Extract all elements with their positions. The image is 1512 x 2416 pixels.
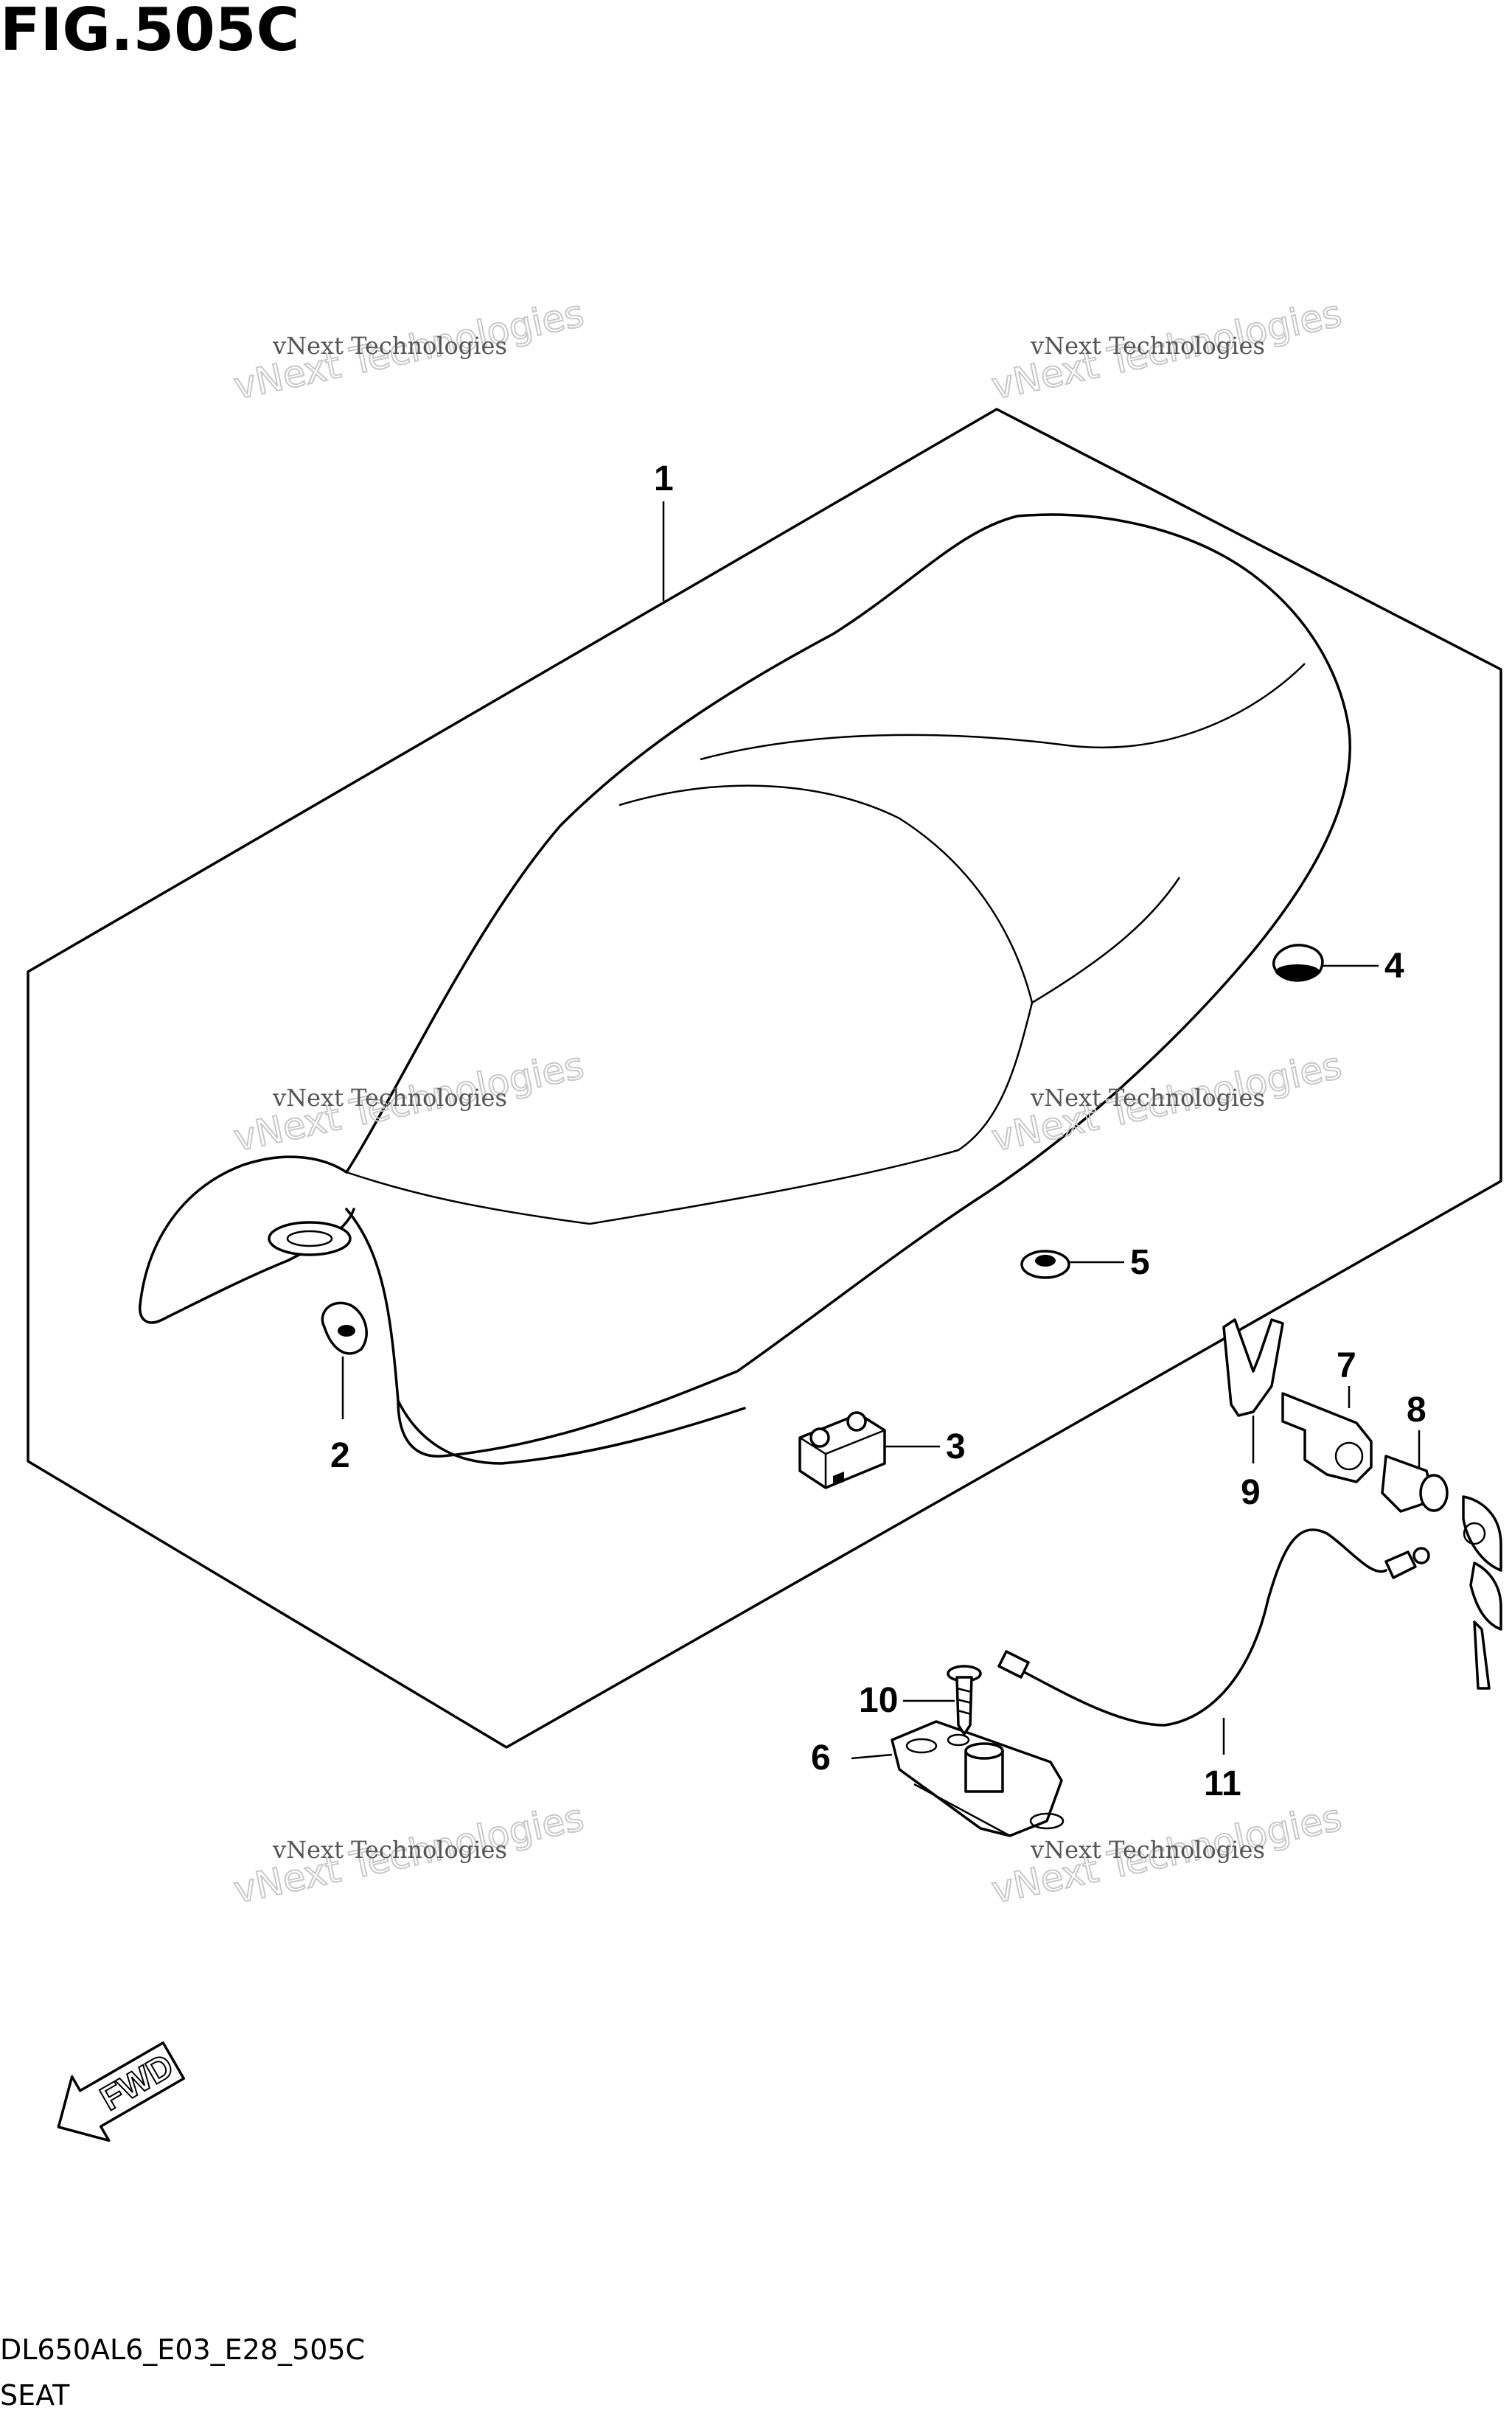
- figure-name: SEAT: [0, 2379, 70, 2412]
- screw[interactable]: [947, 1665, 982, 1736]
- assembly-boundary: [27, 408, 1502, 1749]
- svg-text:vNext Technologies: vNext Technologies: [272, 1836, 507, 1864]
- watermark: vNext Technologies vNext Technologies: [229, 291, 588, 408]
- bracket-block[interactable]: [798, 1411, 886, 1489]
- watermarks: vNext Technologies vNext Technologies vN…: [229, 291, 1346, 1912]
- callout-2: 2: [330, 1436, 350, 1475]
- callout-1: 1: [654, 459, 674, 498]
- fwd-arrow-icon: FWD: [57, 2041, 186, 2142]
- callout-6: 6: [811, 1738, 831, 1778]
- clip[interactable]: [1222, 1318, 1284, 1417]
- svg-text:vNext Technologies: vNext Technologies: [272, 1084, 507, 1112]
- watermark: vNext Technologies vNext Technologies: [987, 1043, 1346, 1160]
- callout-4: 4: [1384, 947, 1404, 986]
- grommet[interactable]: [1020, 1250, 1070, 1279]
- watermark: vNext Technologies vNext Technologies: [229, 1795, 588, 1912]
- seat[interactable]: [139, 513, 1351, 1465]
- plate-bracket[interactable]: [1281, 1392, 1373, 1483]
- figure-code: DL650AL6_E03_E28_505C: [0, 2333, 365, 2366]
- seat-lock-cable[interactable]: [997, 1528, 1430, 1727]
- cushion-top[interactable]: [1272, 944, 1324, 982]
- callout-3: 3: [946, 1427, 966, 1466]
- key-lock[interactable]: [1381, 1455, 1502, 1690]
- callout-11: 11: [1204, 1764, 1241, 1803]
- watermark: vNext Technologies vNext Technologies: [229, 1043, 588, 1160]
- svg-text:vNext Technologies: vNext Technologies: [1030, 1836, 1265, 1864]
- cushion[interactable]: [321, 1301, 368, 1355]
- svg-text:vNext Technologies: vNext Technologies: [272, 332, 507, 360]
- svg-text:vNext Technologies: vNext Technologies: [1030, 332, 1265, 360]
- svg-text:vNext Technologies: vNext Technologies: [1030, 1084, 1265, 1112]
- callout-7: 7: [1337, 1346, 1356, 1385]
- callout-9: 9: [1241, 1473, 1261, 1512]
- figure-title: FIG.505C: [0, 0, 299, 64]
- leader-lines: [341, 501, 1421, 1760]
- callout-5: 5: [1130, 1243, 1150, 1282]
- callout-10: 10: [859, 1681, 898, 1720]
- lock-bracket[interactable]: [891, 1720, 1065, 1837]
- watermark: vNext Technologies vNext Technologies: [987, 291, 1346, 408]
- callout-8: 8: [1407, 1390, 1426, 1430]
- callout-labels: 1 2 3 4 5 6 7 8 9 10 11: [330, 459, 1426, 1803]
